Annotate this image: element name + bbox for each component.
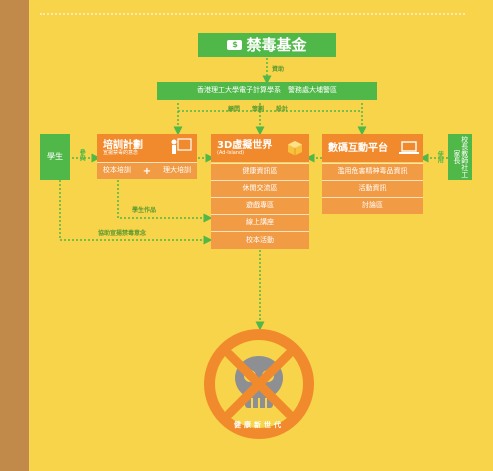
virtual-item-4: 校本活動	[211, 231, 309, 249]
design-label: 設計	[276, 106, 289, 113]
use-label: 使用	[436, 151, 444, 163]
stakeholders-label: 校長教師社工家長	[453, 136, 469, 178]
virtual-world-header: 3D虛擬世界 (Ad-Island)	[211, 134, 309, 162]
fund-title: 禁毒基金	[246, 35, 307, 54]
laptop-icon	[398, 140, 420, 156]
virtual-item-3: 線上講座	[211, 214, 309, 231]
student-label: 學生	[47, 151, 63, 161]
polyu-training: 理大培訓	[163, 166, 192, 175]
school-training: 校本培訓	[102, 166, 131, 175]
virtual-world-subtitle: (Ad-Island)	[217, 149, 245, 156]
plus-sign: +	[142, 165, 152, 177]
cube-icon	[286, 139, 304, 157]
digital-platform-title: 數碼互動平台	[328, 142, 388, 154]
partners-label: 香港理工大學電子計算學系 警務處大埔警區	[197, 86, 337, 95]
partners-bar: 香港理工大學電子計算學系 警務處大埔警區	[157, 82, 377, 100]
virtual-world-title: 3D虛擬世界	[217, 139, 273, 151]
no-drugs-emblem: 健康新世代	[203, 328, 315, 440]
plan-label: 策劃	[252, 106, 265, 113]
digital-item-2: 討論區	[322, 197, 423, 214]
emblem-text: 健康新世代	[234, 421, 284, 429]
virtual-item-0: 健康資訊區	[211, 163, 309, 180]
virtual-item-1: 休閒交流區	[211, 180, 309, 197]
student-box: 學生	[40, 134, 70, 180]
student-works-label: 學生作品	[132, 207, 157, 214]
training-icon	[170, 137, 192, 157]
money-icon: $	[227, 40, 243, 50]
training-title: 培訓計劃	[103, 139, 143, 151]
assist-promo-label: 協助宣揚禁毒意念	[98, 230, 147, 237]
digital-platform-header: 數碼互動平台	[322, 134, 423, 162]
training-subtitle: 宣揚禁毒的意念	[103, 149, 139, 156]
virtual-item-2: 遊戲專區	[211, 197, 309, 214]
funding-label: 資助	[272, 66, 285, 73]
skull-icon	[204, 329, 314, 439]
stakeholders-box: 校長教師社工家長	[448, 134, 472, 180]
training-sub-row: 校本培訓 + 理大培訓	[97, 162, 197, 179]
digital-item-1: 活動資訊	[322, 180, 423, 197]
participate-label: 參與	[78, 149, 86, 161]
top-dotted-divider	[40, 13, 465, 15]
consult-label: 顧問	[228, 106, 241, 113]
digital-item-0: 濫用危害精神毒品資訊	[322, 163, 423, 180]
fund-header: $ 禁毒基金	[198, 33, 336, 57]
